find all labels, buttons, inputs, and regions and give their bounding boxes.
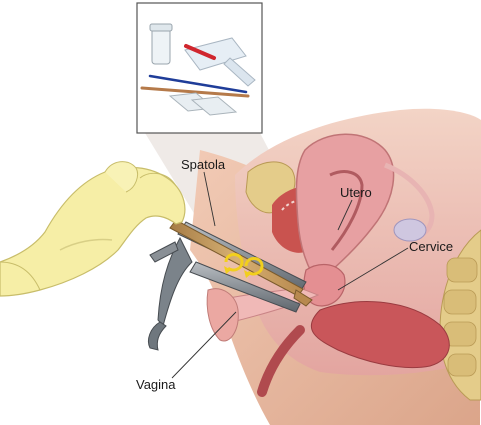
ovary — [393, 218, 427, 242]
instruments-inset — [136, 2, 263, 134]
vaginal-canal — [219, 287, 320, 323]
leader-line-vagina — [171, 311, 237, 379]
leader-line-utero — [337, 199, 353, 231]
vertebrae — [443, 257, 478, 377]
spatula-icon — [140, 86, 250, 98]
label-vagina: Vagina — [136, 377, 176, 392]
cytobrush-icon — [148, 74, 248, 94]
perineum — [206, 288, 239, 342]
gloved-hand — [0, 161, 186, 297]
leader-line-spatola — [203, 171, 216, 227]
uterine-cavity — [329, 170, 364, 251]
specimen-vial-icon — [149, 23, 173, 65]
body-silhouette — [0, 260, 420, 425]
glass-slide-icon — [168, 92, 238, 116]
leader-lines — [171, 171, 409, 379]
label-utero: Utero — [340, 185, 372, 200]
leader-line-cervice — [337, 247, 409, 291]
speculum-icon — [184, 37, 256, 87]
label-cervice: Cervice — [409, 239, 454, 254]
anal-canal — [257, 325, 305, 397]
label-spatola: Spatola — [181, 157, 226, 172]
rotation-arrows-icon — [224, 253, 264, 278]
rectum — [310, 301, 450, 369]
uterus — [295, 133, 395, 284]
